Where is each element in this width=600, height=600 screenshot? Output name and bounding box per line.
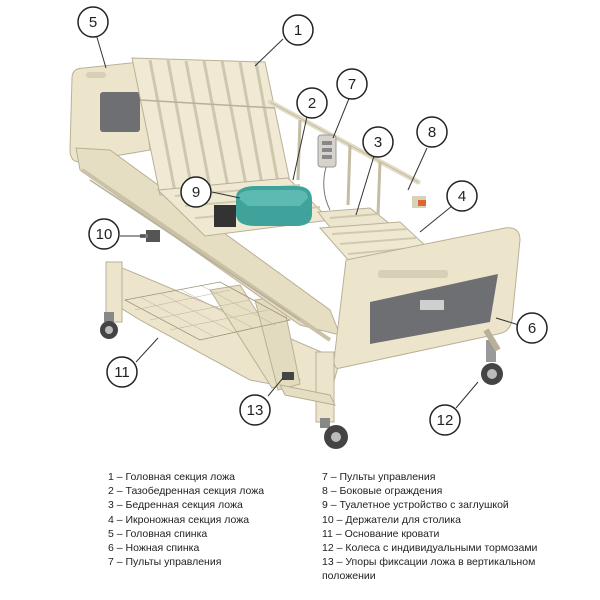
callout-13: 13 [239,394,271,426]
callout-9: 9 [180,176,212,208]
callout-2: 2 [296,87,328,119]
locking-stop [282,372,294,380]
callout-number: 13 [247,402,264,419]
callout-5: 5 [77,6,109,38]
callout-number: 8 [428,124,436,141]
callout-7: 7 [336,68,368,100]
callout-3: 3 [362,126,394,158]
wheel [481,340,503,385]
callout-number: 2 [308,95,316,112]
bed-side-frame [75,147,341,342]
head-section-backrest [131,57,291,196]
callout-number: 1 [294,22,302,39]
head-board [69,61,151,163]
side-rails [267,99,426,216]
legend-item: 11 – Основание кровати [322,527,440,540]
legend-item: 5 – Головная спинка [108,527,208,540]
legend-item: 12 – Колеса с индивидуальными тормозами [322,541,538,554]
callout-number: 3 [374,134,382,151]
callout-1: 1 [282,14,314,46]
toilet-device [236,186,312,226]
bed-base [105,261,341,423]
legend-item: 7 – Пульты управления [322,471,436,483]
legend-item: 8 – Боковые ограждения [322,485,443,498]
callout-number: 6 [528,320,536,337]
legend-item: 7 – Пульты управления [108,556,222,569]
legend-item: 4 – Икроножная секция ложа [108,513,250,526]
foot-board [333,227,521,369]
legend-item: 6 – Ножная спинка [108,541,200,554]
bed-diagram: 1 2 3 4 5 6 7 8 9 10 11 12 13 [69,6,548,449]
callout-number: 9 [192,184,200,201]
callout-4: 4 [446,180,478,212]
callout-11: 11 [106,356,138,388]
legend-left-column: 1 – Головная секция ложа 2 – Тазобедренн… [108,470,308,569]
legend-item: 2 – Тазобедренная секция ложа [108,485,265,498]
legend-item: 9 – Туалетное устройство с заглушкой [322,499,509,512]
callout-number: 5 [89,14,97,31]
wheel [100,312,118,339]
callout-number: 4 [458,188,466,205]
callout-10: 10 [88,218,120,250]
callout-12: 12 [429,404,461,436]
control-panel [317,134,337,211]
callout-number: 7 [348,76,356,93]
wheels-group [100,312,503,449]
legend-item: 1 – Головная секция ложа [108,471,236,483]
callout-number: 12 [437,412,454,429]
wheel [320,418,348,449]
callout-number: 11 [114,364,130,381]
legend-right-column: 7 – Пульты управления 8 – Боковые огражд… [322,470,562,583]
callout-8: 8 [416,116,448,148]
callout-number: 10 [96,226,113,243]
legend-item: 3 – Бедренная секция ложа [108,499,243,512]
legend-item: 13 – Упоры фиксации ложа в вертикальном … [322,556,536,583]
legend-item: 10 – Держатели для столика [322,513,461,526]
callout-6: 6 [516,312,548,344]
leader-lines [95,33,520,409]
